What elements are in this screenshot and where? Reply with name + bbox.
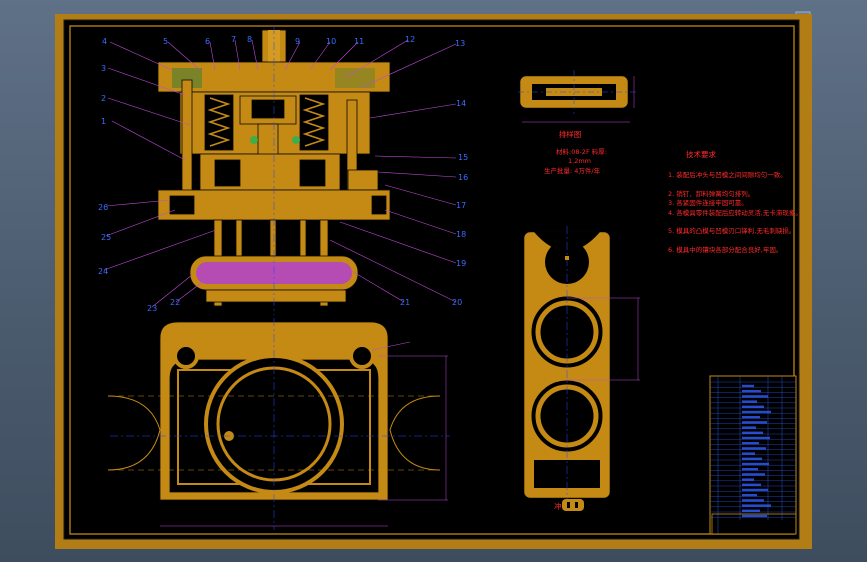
label-part-17: 17 [456, 201, 466, 210]
title-block-illegible-text [742, 426, 756, 429]
title-block-illegible-text [742, 452, 755, 455]
label-part-2: 2 [101, 94, 106, 103]
label-part-22: 22 [170, 298, 180, 307]
title-block-illegible-text [742, 504, 771, 507]
title-block-illegible-text [742, 457, 762, 460]
label-part-8: 8 [247, 35, 252, 44]
label-part-24: 24 [98, 267, 108, 276]
label-part-1: 1 [101, 117, 106, 126]
title-block-illegible-text [742, 514, 767, 518]
title-block [709, 375, 797, 535]
label-part-15: 15 [458, 153, 468, 162]
title-block-illegible-text [742, 499, 764, 502]
label-part-13: 13 [455, 39, 465, 48]
title-block-illegible-text [742, 421, 767, 424]
label-part-7: 7 [231, 35, 236, 44]
title-block-illegible-text [742, 436, 770, 440]
title-block-illegible-text [742, 462, 769, 466]
label-part-14: 14 [456, 99, 466, 108]
label-part-11: 11 [354, 37, 364, 46]
label-part-18: 18 [456, 230, 466, 239]
tech-req-title: 技术要求 [686, 149, 716, 159]
tech-req-item-2: 2. 销钉、卸料弹簧均匀排列。 [668, 189, 754, 198]
label-part-19: 19 [456, 259, 466, 268]
title-block-illegible-text [742, 400, 757, 403]
label-part-21: 21 [400, 298, 410, 307]
tech-req-item-6: 6. 模具中的镶块各部分配合良好,牢固。 [668, 245, 782, 254]
die-plan-view [107, 318, 450, 530]
die-assembly-section [157, 26, 391, 315]
tech-req-item-5: 5. 模具的凸模与凹模刃口锋利,无毛刺缺损。 [668, 226, 795, 235]
label-part-6: 6 [205, 37, 210, 46]
title-block-illegible-text [742, 473, 765, 476]
label-part-4: 4 [102, 37, 107, 46]
title-block-illegible-text [742, 442, 759, 445]
title-block-illegible-text [742, 488, 768, 492]
label-part-25: 25 [101, 233, 111, 242]
title-block-illegible-text [742, 483, 761, 486]
title-block-illegible-text [742, 410, 771, 414]
title-block-illegible-text [742, 478, 754, 481]
title-block-illegible-text [742, 405, 764, 408]
label-part-16: 16 [458, 173, 468, 182]
strip-layout-view: 排样图 [518, 70, 636, 139]
material-spec: 材料:08-2F 料厚: [556, 147, 607, 156]
label-part-3: 3 [101, 64, 106, 73]
label-part-23: 23 [147, 304, 157, 313]
tech-req-item-3: 3. 各紧固件连接牢固可靠。 [668, 198, 748, 207]
label-part-5: 5 [163, 37, 168, 46]
strip-vertical-view [523, 226, 640, 504]
technical-requirements: 技术要求 1. 装配后冲头与凹模之间间隙均匀一致。 2. 销钉、卸料弹簧均匀排列… [668, 149, 802, 254]
tech-req-item-4: 4. 各模具零件装配后应转动灵活,无卡滞现象。 [668, 208, 802, 217]
leader-lines [103, 39, 457, 308]
title-block-illegible-text [742, 431, 763, 434]
title-block-illegible-text [742, 416, 760, 419]
label-part-12: 12 [405, 35, 415, 44]
label-part-20: 20 [452, 298, 462, 307]
label-part-26: 26 [98, 203, 108, 212]
material-thickness: 1.2mm [568, 157, 591, 165]
title-block-illegible-text [742, 384, 754, 388]
label-part-9: 9 [295, 37, 300, 46]
label-part-10: 10 [326, 37, 336, 46]
title-block-illegible-text [742, 447, 766, 450]
part-caption: 冲件 [554, 501, 569, 511]
title-block-illegible-text [742, 468, 758, 471]
strip-layout-caption: 排样图 [559, 129, 582, 139]
part-caption-group: 冲件 [554, 499, 584, 511]
title-block-illegible-text [742, 509, 760, 512]
title-block-illegible-text [742, 390, 761, 393]
tech-req-item-1: 1. 装配后冲头与凹模之间间隙均匀一致。 [668, 170, 787, 179]
production-volume: 生产批量: 4万件/年 [544, 166, 601, 175]
material-info: 材料:08-2F 料厚: 1.2mm 生产批量: 4万件/年 [544, 147, 607, 175]
title-block-illegible-text [742, 494, 757, 497]
title-block-illegible-text [742, 395, 768, 398]
part-number-labels: 1 2 3 4 5 6 7 8 9 10 11 12 13 14 15 16 1… [98, 35, 468, 313]
